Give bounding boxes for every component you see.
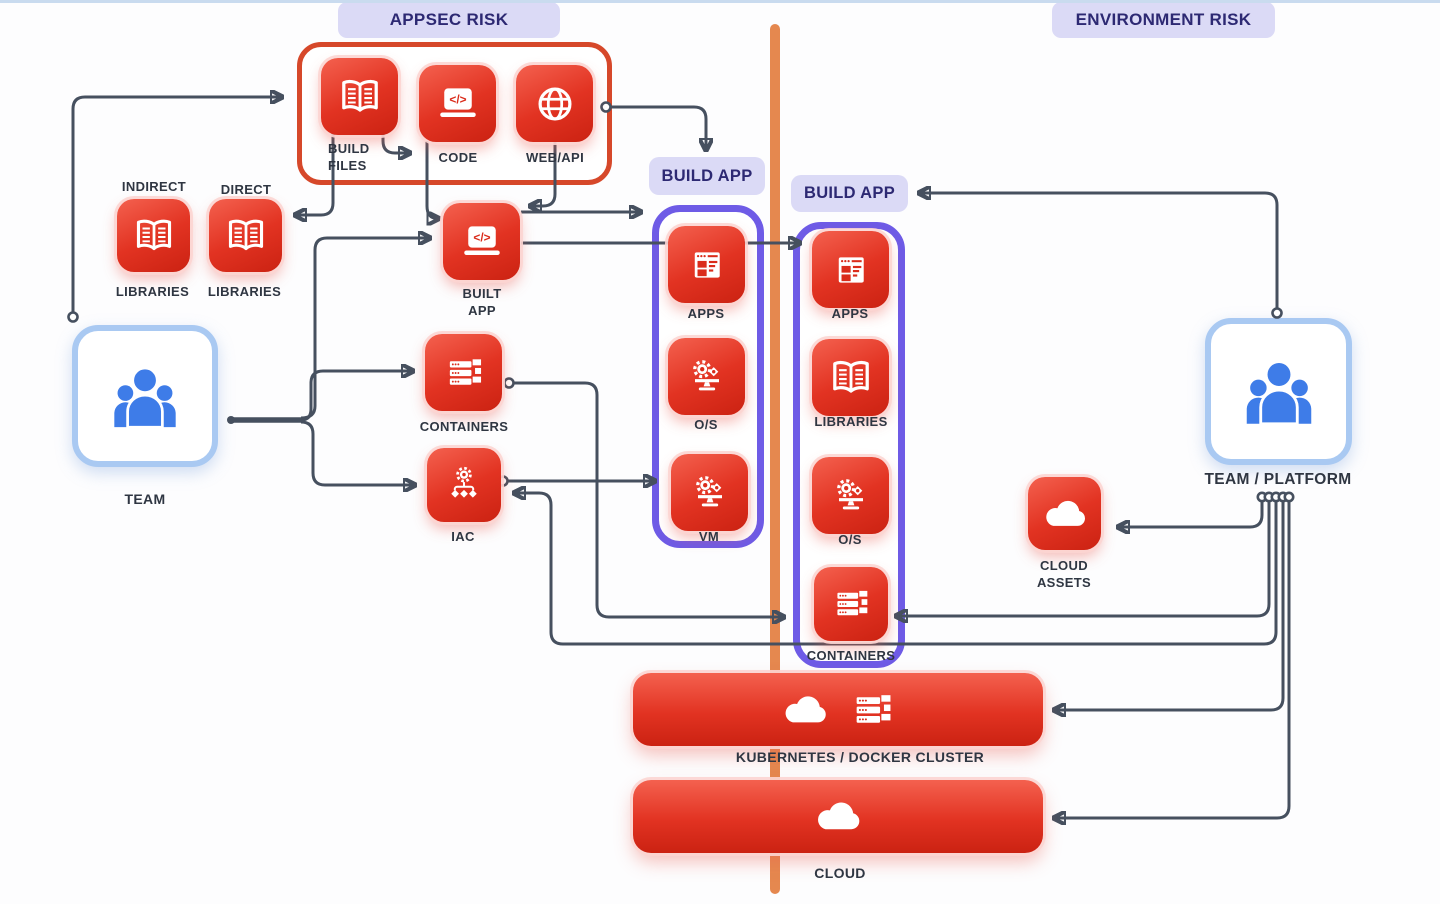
- indirect-label: INDIRECT: [121, 179, 187, 194]
- cloud-assets-tile: [1028, 477, 1101, 550]
- wire-team-to-builtapp: [300, 238, 429, 420]
- browser-icon: [683, 241, 731, 289]
- code-tile: [419, 65, 496, 142]
- gears-monitor-icon: [827, 472, 875, 520]
- direct-label: DIRECT: [220, 182, 272, 197]
- build-files-label: BUILD FILES: [328, 141, 370, 173]
- indirect-libraries-label: LIBRARIES: [115, 284, 190, 299]
- direct-libraries-label: LIBRARIES: [207, 284, 282, 299]
- cloud-icon: [1039, 496, 1091, 532]
- build-app-badge-right: BUILD APP: [791, 175, 908, 212]
- libraries-right-label: LIBRARIES: [814, 414, 888, 429]
- wire-origin-platform-4: [1277, 491, 1289, 503]
- apps-right-label: APPS: [831, 306, 869, 321]
- containers-icon: [846, 684, 898, 736]
- vm-tile: [671, 454, 748, 531]
- people-icon: [1236, 352, 1322, 431]
- wire-team-to-iac: [300, 420, 414, 485]
- containers-tile: [425, 334, 502, 411]
- browser-icon: [827, 246, 875, 294]
- apps-left-label: APPS: [687, 306, 725, 321]
- wire-platform-to-cloud: [1055, 502, 1291, 818]
- team-platform-node: [1205, 318, 1352, 465]
- wire-origin-platform-1: [1256, 491, 1268, 503]
- laptop-code-icon: [457, 217, 507, 267]
- os-left-label: O/S: [694, 417, 718, 432]
- vm-label: VM: [698, 529, 720, 544]
- team-label: TEAM: [124, 491, 166, 507]
- web-api-label: WEB/API: [525, 150, 585, 165]
- cloud-assets-label: CLOUD ASSETS: [1036, 558, 1092, 590]
- globe-icon: [531, 80, 579, 128]
- appsec-risk-badge: APPSEC RISK: [338, 2, 560, 38]
- built-app-tile: [443, 203, 520, 280]
- wire-origin-platform-5: [1283, 491, 1295, 503]
- book-icon: [336, 73, 384, 121]
- iac-tile: [427, 448, 501, 522]
- containers-icon: [828, 581, 874, 627]
- cloud-icon: [810, 798, 866, 835]
- book-icon: [223, 213, 269, 259]
- iac-label: IAC: [451, 529, 475, 544]
- cloud-icon: [778, 692, 832, 728]
- kubernetes-docker-box: [633, 673, 1043, 746]
- libraries-right-tile: [812, 339, 889, 416]
- web-api-tile: [516, 65, 593, 142]
- wire-origin-team-top: [67, 311, 79, 323]
- os-left-tile: [668, 338, 745, 415]
- containers-icon: [440, 349, 488, 397]
- containers-right-tile: [814, 567, 888, 641]
- wire-webapi-to-buildapp-badge: [611, 105, 706, 149]
- window-top-edge: [0, 0, 1440, 3]
- wire-origin-team-trunk: [227, 416, 235, 424]
- gears-monitor-icon: [683, 353, 731, 401]
- book-icon: [131, 213, 177, 259]
- book-icon: [827, 354, 875, 402]
- gears-monitor-icon: [686, 469, 734, 517]
- wire-platform-to-buildapp-badge: [920, 193, 1279, 308]
- code-label: CODE: [438, 150, 478, 165]
- indirect-libraries-tile: [117, 199, 190, 272]
- cloud-box: [633, 780, 1043, 853]
- build-files-tile: [321, 58, 398, 135]
- build-app-badge-left: BUILD APP: [649, 157, 765, 195]
- containers-right-label: CONTAINERS: [806, 648, 896, 663]
- people-icon: [104, 359, 186, 434]
- os-right-tile: [812, 457, 889, 534]
- apps-right-tile: [812, 231, 889, 308]
- apps-left-tile: [668, 226, 745, 303]
- wire-team-to-containers: [300, 371, 412, 422]
- wire-origin-containers: [503, 377, 515, 389]
- wire-origin-platform-3: [1270, 491, 1282, 503]
- kubernetes-label: KUBERNETES / DOCKER CLUSTER: [735, 749, 985, 765]
- laptop-code-icon: [433, 79, 483, 129]
- direct-libraries-tile: [209, 199, 282, 272]
- wire-platform-to-cloud-assets: [1119, 502, 1264, 527]
- cloud-label: CLOUD: [814, 865, 866, 881]
- wire-origin-platform-top: [1271, 307, 1283, 319]
- built-app-label: BUILT APP: [462, 286, 502, 318]
- wire-origin-platform-2: [1263, 491, 1275, 503]
- environment-risk-badge: ENVIRONMENT RISK: [1052, 2, 1275, 38]
- iac-icon: [441, 462, 487, 508]
- containers-label: CONTAINERS: [419, 419, 509, 434]
- team-node: [72, 325, 218, 467]
- team-platform-label: TEAM / PLATFORM: [1204, 471, 1352, 488]
- os-right-label: O/S: [838, 532, 862, 547]
